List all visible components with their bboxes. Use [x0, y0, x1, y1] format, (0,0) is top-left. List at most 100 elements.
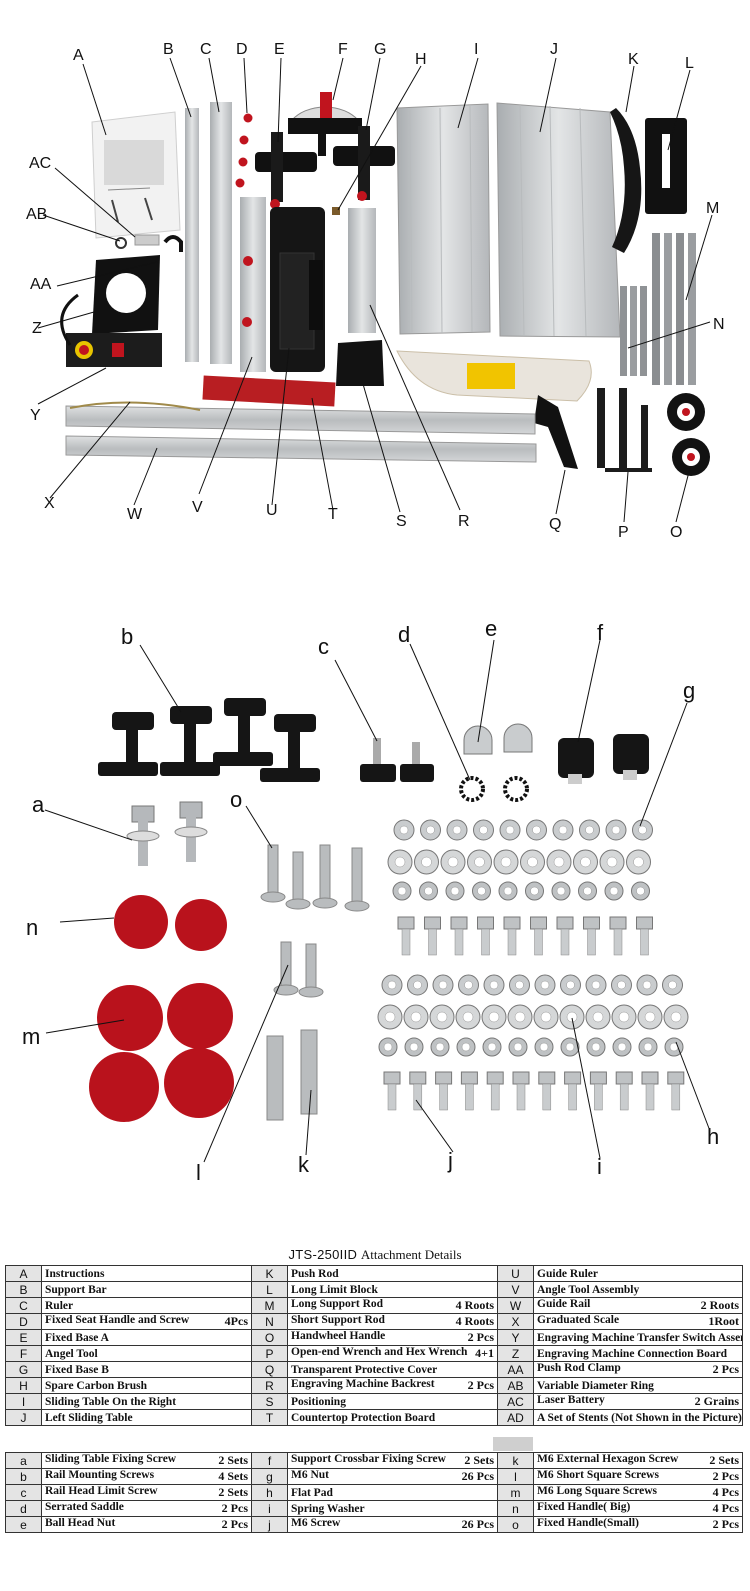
- label-U: U: [266, 502, 278, 519]
- part-description: Spare Carbon Brush: [41, 1377, 252, 1394]
- part-quantity: 4+1: [475, 1346, 494, 1361]
- part-name: Guide Ruler: [537, 1267, 599, 1280]
- table-title: JTS-250IID Attachment Details: [0, 1247, 750, 1263]
- label-o: o: [230, 787, 242, 812]
- part-name: Short Support Rod: [291, 1314, 385, 1327]
- sliding-table-left: [496, 102, 621, 338]
- label-i: i: [597, 1154, 602, 1179]
- part-code: G: [5, 1361, 42, 1378]
- ball-head-nuts: [463, 723, 533, 755]
- part-description: Engraving Machine Transfer Switch Assemb…: [533, 1329, 743, 1346]
- label-F: F: [338, 41, 348, 58]
- hardware-piece: [566, 980, 575, 990]
- hardware-piece: [558, 825, 568, 835]
- laser-battery: [134, 234, 160, 246]
- hardware-piece: [435, 1071, 453, 1085]
- label-K: K: [628, 51, 639, 68]
- hardware-piece: [387, 980, 397, 990]
- hardware-piece: [460, 1071, 478, 1085]
- part-code: e: [5, 1516, 42, 1533]
- guide-ruler-block: [270, 207, 325, 372]
- hardware-piece: [488, 1011, 500, 1023]
- part-code: k: [497, 1452, 534, 1469]
- part-code: d: [5, 1500, 42, 1517]
- model-number: JTS-250IID: [288, 1247, 358, 1262]
- part-name: Support Crossbar Fixing Screw: [291, 1453, 446, 1466]
- hardware-piece: [401, 928, 411, 956]
- label-a: a: [32, 792, 45, 817]
- part-code: C: [5, 1297, 42, 1314]
- label-Q: Q: [549, 516, 561, 533]
- hardware-piece: [383, 1071, 401, 1085]
- part-name: Engraving Machine Backrest: [291, 1378, 435, 1391]
- hardware-piece: [556, 916, 574, 930]
- part-description: Fixed Base A: [41, 1329, 252, 1346]
- hardware-piece: [636, 886, 645, 896]
- hardware-piece: [503, 886, 513, 896]
- support-bar: [185, 108, 199, 362]
- hardware-piece: [507, 928, 517, 956]
- part-description: Sliding Table On the Right: [41, 1393, 252, 1410]
- hardware-piece: [500, 856, 512, 868]
- engraving-connection-board: [92, 255, 160, 334]
- part-code: a: [5, 1452, 42, 1469]
- hardware-piece: [668, 980, 677, 990]
- part-name: Countertop Protection Board: [291, 1411, 436, 1424]
- label-j: j: [447, 1148, 453, 1173]
- hardware-piece: [611, 825, 621, 835]
- part-description: Flat Pad: [287, 1484, 498, 1501]
- long-limit-block: [645, 118, 687, 214]
- hardware-piece: [530, 916, 547, 930]
- part-code: T: [251, 1409, 288, 1426]
- hardware-piece: [481, 928, 490, 956]
- hardware-piece: [641, 1071, 659, 1085]
- hardware-piece: [643, 1042, 653, 1052]
- label-I: I: [474, 41, 478, 58]
- label-R: R: [458, 513, 470, 530]
- hardware-piece: [450, 886, 460, 896]
- label-E: E: [274, 41, 285, 58]
- hardware-piece: [409, 1071, 427, 1085]
- part-description: Angle Tool Assembly: [533, 1281, 743, 1298]
- hardware-piece: [585, 825, 594, 835]
- hardware-piece: [527, 856, 538, 868]
- hardware-piece: [568, 1083, 577, 1111]
- parts-photo-main: A B C D E F G H I J K L M N O P Q R S T …: [26, 41, 725, 541]
- part-code: h: [251, 1484, 288, 1501]
- label-L: L: [685, 55, 694, 72]
- part-code: K: [251, 1265, 288, 1282]
- hardware-piece: [436, 1011, 448, 1023]
- hardware-piece: [540, 980, 550, 990]
- hardware-piece: [512, 1071, 530, 1085]
- part-name: Long Limit Block: [291, 1283, 378, 1296]
- part-code: N: [251, 1313, 288, 1330]
- sliding-table-right: [396, 103, 491, 335]
- part-description: Positioning: [287, 1393, 498, 1410]
- part-code: Z: [497, 1345, 534, 1362]
- part-code: W: [497, 1297, 534, 1314]
- part-quantity: 4 Pcs: [712, 1501, 739, 1516]
- part-code: Q: [251, 1361, 288, 1378]
- part-code: L: [251, 1281, 288, 1298]
- top-leader-lines: [37, 57, 713, 523]
- countertop-protection-board: [202, 375, 336, 407]
- part-description: Instructions: [41, 1265, 252, 1282]
- hardware-piece: [615, 1071, 633, 1085]
- short-support-rods: [620, 286, 647, 376]
- part-code: R: [251, 1377, 288, 1394]
- hardware-piece: [424, 916, 441, 930]
- external-hex-screws: [266, 1029, 318, 1121]
- long-support-rods: [652, 233, 696, 385]
- part-code: D: [5, 1313, 42, 1330]
- part-quantity: 2 Pcs: [467, 1330, 494, 1345]
- part-quantity: 2 Sets: [218, 1485, 248, 1500]
- part-name: M6 Long Square Screws: [537, 1485, 658, 1498]
- hardware-piece: [594, 1083, 603, 1111]
- hardware-piece: [583, 886, 592, 896]
- part-code: E: [5, 1329, 42, 1346]
